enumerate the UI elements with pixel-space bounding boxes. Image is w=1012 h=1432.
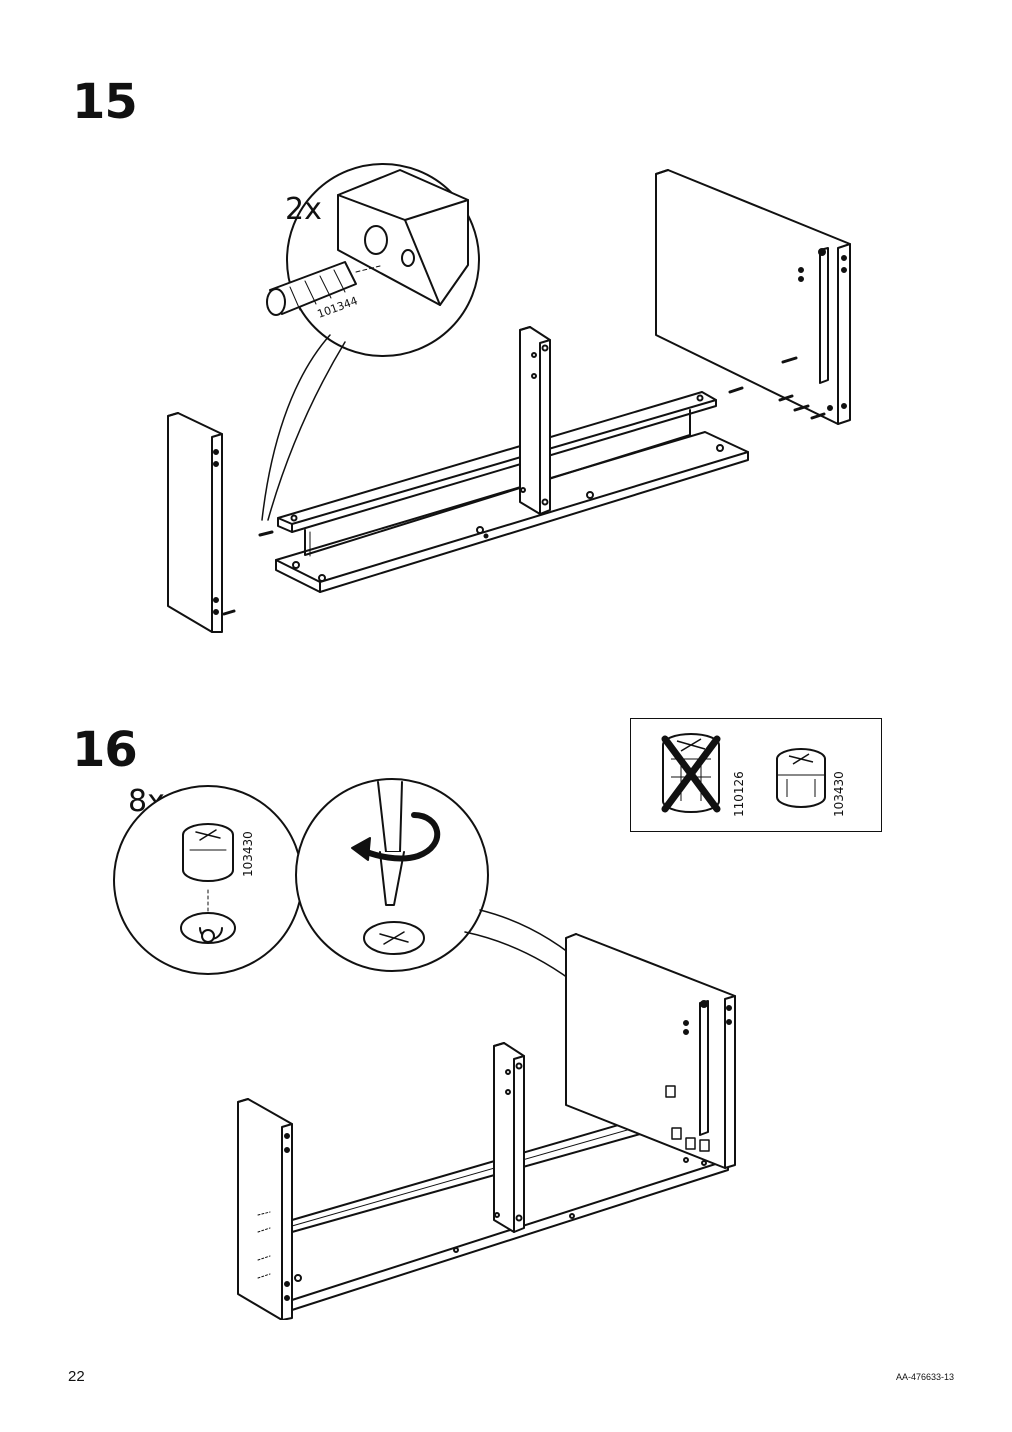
callout-pointer <box>261 334 331 521</box>
bottom-rail <box>275 431 749 593</box>
step-number: 16 <box>72 722 138 778</box>
hole-small <box>401 249 415 267</box>
wooden-dowel-icon <box>266 261 381 316</box>
page-number: 22 <box>68 1368 85 1385</box>
warning-box: 110126 103430 <box>630 718 882 832</box>
left-side-panel <box>237 1098 293 1320</box>
hole-large <box>364 225 388 255</box>
crossed-out-cam-lock-icon <box>661 733 721 813</box>
step-number: 15 <box>72 74 138 130</box>
cam-lock-icon <box>776 748 826 808</box>
right-part-number: 103430 <box>832 771 846 817</box>
document-code: AA-476633-13 <box>896 1372 955 1382</box>
step-16-illustration: 103430 <box>113 778 736 1320</box>
bottom-rail <box>291 1159 729 1311</box>
rotate-arrow-icon <box>351 812 441 862</box>
quantity-label: 2x <box>285 192 322 227</box>
part-number-label: 103430 <box>241 831 255 877</box>
wrong-part-number: 110126 <box>732 771 746 817</box>
cam-lock-icon <box>182 823 234 882</box>
step-15-illustration: 101344 <box>167 163 851 633</box>
screwdriver-icon <box>377 781 405 906</box>
